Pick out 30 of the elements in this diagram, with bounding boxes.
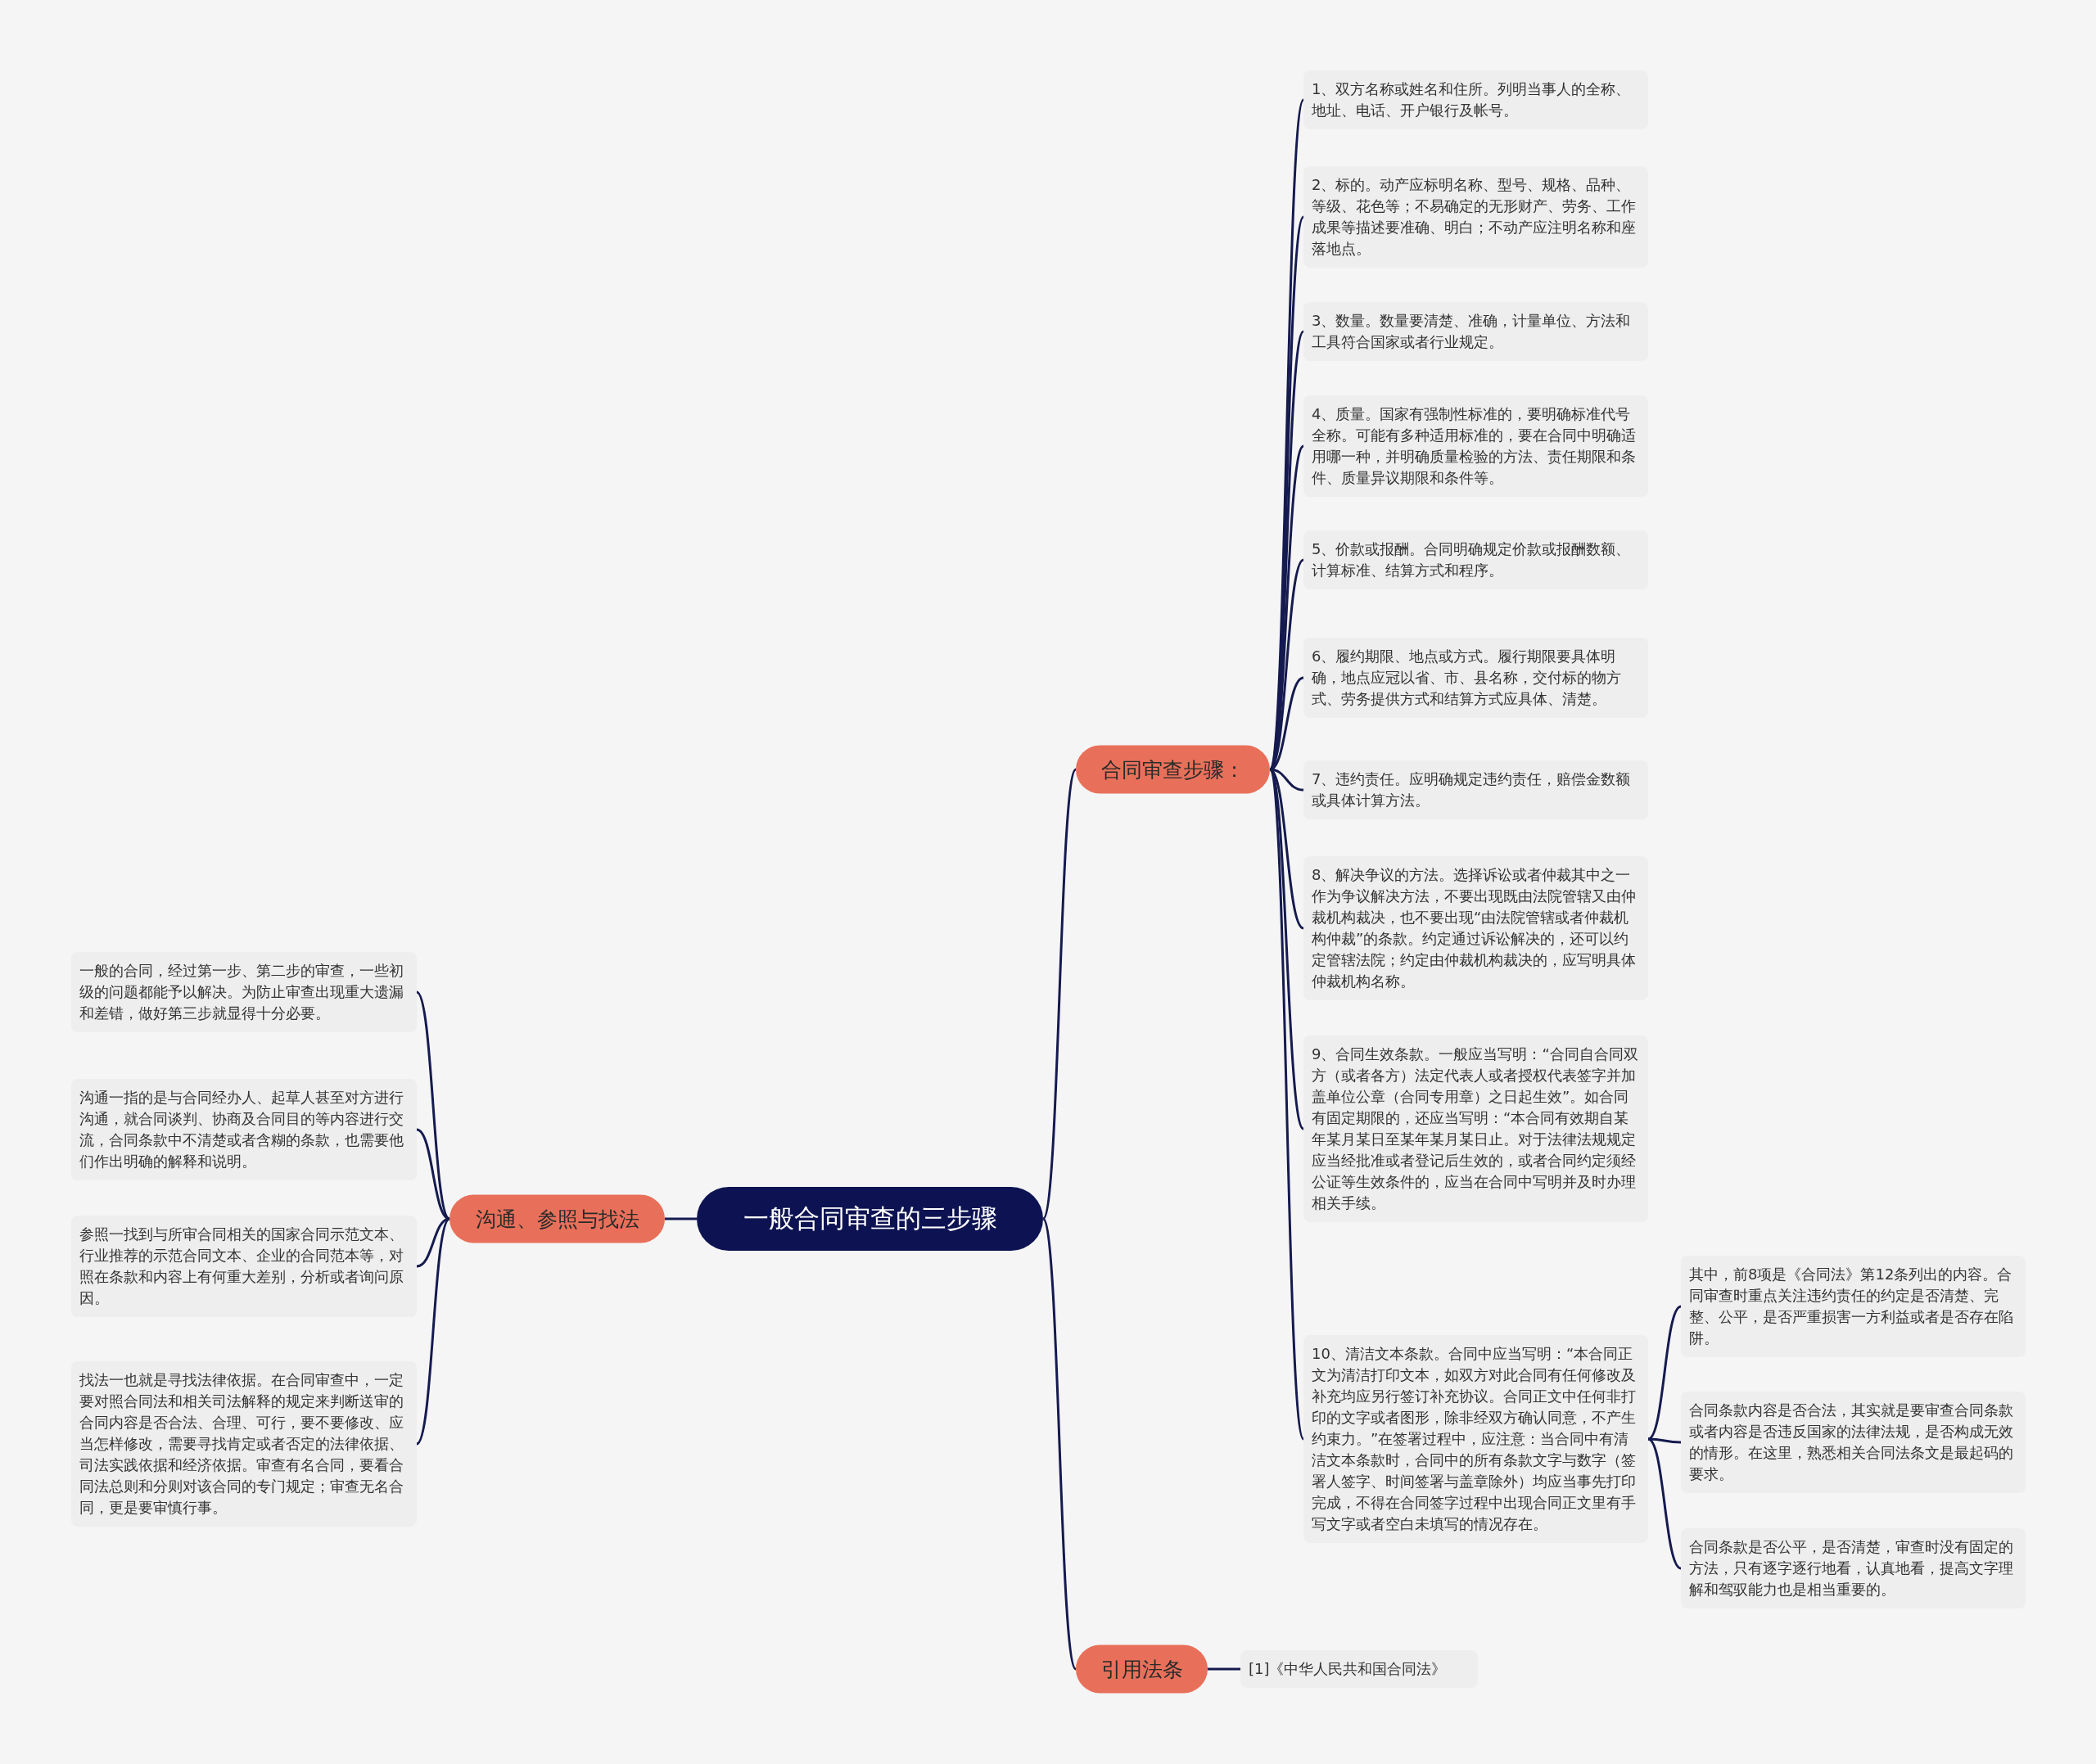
branch-topic: 沟通、参照与找法	[449, 1194, 665, 1243]
text-card: 沟通一指的是与合同经办人、起草人甚至对方进行沟通，就合同谈判、协商及合同目的等内容进行交流，合同条款中不清楚或者含糊的条款，也需要他们作出明确的解释和说明。	[71, 1079, 417, 1180]
text-card: 7、违约责任。应明确规定违约责任，赔偿金数额或具体计算方法。	[1303, 760, 1648, 819]
text-card: 10、清洁文本条款。合同中应当写明：“本合同正文为清洁打印文本，如双方对此合同有任何修改及补充均应另行签订补充协议。合同正文中任何非打印的文字或者图形，除非经双方确认同意，不产生约束力。”在签署过程中，应注意：当合同中有清洁文本条款时，合同中的所有条款文字与数字（签署人签字、时间签署与盖章除外）均应当事先打印完成，不得在合同签字过程中出现合同正文里有手写文字或者空白未填写的情况存在。	[1303, 1335, 1648, 1543]
connector-line	[1041, 1218, 1077, 1670]
text-card: 6、履约期限、地点或方式。履行期限要具体明确，地点应冠以省、市、县名称，交付标的物方式、劳务提供方式和结算方式应具体、清楚。	[1303, 638, 1648, 718]
text-card: 合同条款内容是否合法，其实就是要审查合同条款或者内容是否违反国家的法律法规，是否构成无效的情形。在这里，熟悉相关合同法条文是最起码的要求。	[1681, 1392, 2026, 1493]
central-topic: 一般合同审查的三步骤	[697, 1187, 1043, 1251]
text-card: 找法一也就是寻找法律依据。在合同审查中，一定要对照合同法和相关司法解释的规定来判断送审的合同内容是否合法、合理、可行，要不要修改、应当怎样修改，需要寻找肯定或者否定的法律依据、司法实践依据和经济依据。审查有名合同，要看合同法总则和分则对该合同的专门规定；审查无名合同，更是要审慎行事。	[71, 1361, 417, 1527]
connector-line	[665, 1217, 697, 1220]
text-card: 4、质量。国家有强制性标准的，要明确标准代号全称。可能有多种适用标准的，要在合同中明确适用哪一种，并明确质量检验的方法、责任期限和条件、质量异议期限和条件等。	[1303, 395, 1648, 497]
connector-line	[1208, 1667, 1240, 1671]
connector-line	[1041, 769, 1077, 1220]
text-card: 8、解决争议的方法。选择诉讼或者仲裁其中之一作为争议解决方法，不要出现既由法院管辖又由仲裁机构裁决，也不要出现“由法院管辖或者仲裁机构仲裁”的条款。约定通过诉讼解决的，还可以约定管辖法院；约定由仲裁机构裁决的，应写明具体仲裁机构名称。	[1303, 856, 1648, 1000]
text-card: 2、标的。动产应标明名称、型号、规格、品种、等级、花色等；不易确定的无形财产、劳务、工作成果等描述要准确、明白；不动产应注明名称和座落地点。	[1303, 166, 1648, 268]
text-card: 合同条款是否公平，是否清楚，审查时没有固定的方法，只有逐字逐行地看，认真地看，提高文字理解和驾驭能力也是相当重要的。	[1681, 1528, 2026, 1608]
connector-line	[1268, 769, 1305, 1440]
text-card: 9、合同生效条款。一般应当写明：“合同自合同双方（或者各方）法定代表人或者授权代表签字并加盖单位公章（合同专用章）之日起生效”。如合同有固定期限的，还应当写明：“本合同有效期自某年某月某日至某年某月某日止。对于法律法规规定应当经批准或者登记后生效的，或者合同约定须经公证等生效条件的，应当在合同中写明并及时办理相关手续。	[1303, 1035, 1648, 1222]
text-card: 一般的合同，经过第一步、第二步的审查，一些初级的问题都能予以解决。为防止审查出现重大遗漏和差错，做好第三步就显得十分必要。	[71, 952, 417, 1032]
connector-line	[1647, 1305, 1682, 1441]
text-card: 参照一找到与所审合同相关的国家合同示范文本、行业推荐的示范合同文本、企业的合同范本等，对照在条款和内容上有何重大差别，分析或者询问原因。	[71, 1216, 417, 1317]
text-card: 3、数量。数量要清楚、准确，计量单位、方法和工具符合国家或者行业规定。	[1303, 302, 1648, 361]
text-card: [1]《中华人民共和国合同法》	[1240, 1650, 1478, 1688]
branch-topic: 引用法条	[1076, 1644, 1208, 1694]
text-card: 5、价款或报酬。合同明确规定价款或报酬数额、计算标准、结算方式和程序。	[1303, 530, 1648, 589]
connector-line	[1647, 1437, 1682, 1570]
text-card: 1、双方名称或姓名和住所。列明当事人的全称、地址、电话、开户银行及帐号。	[1303, 70, 1648, 129]
text-card: 其中，前8项是《合同法》第12条列出的内容。合同审查时重点关注违约责任的约定是否清楚、完整、公平，是否严重损害一方利益或者是否存在陷阱。	[1681, 1256, 2026, 1357]
connector-line	[415, 1218, 451, 1445]
branch-topic: 合同审查步骤：	[1076, 745, 1270, 794]
